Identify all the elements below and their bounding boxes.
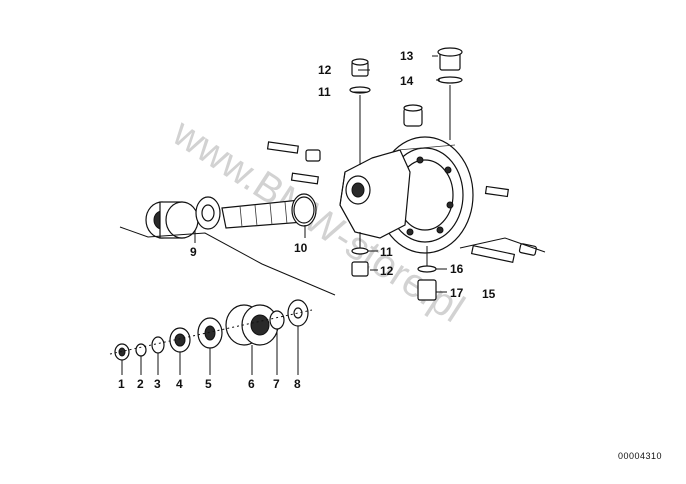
lower-parts-row xyxy=(109,299,313,375)
callout-2: 2 xyxy=(137,377,144,391)
callout-13: 13 xyxy=(400,49,414,63)
callout-12-top: 12 xyxy=(318,63,332,77)
callout-6: 6 xyxy=(248,377,255,391)
callout-10: 10 xyxy=(294,241,308,255)
callout-1: 1 xyxy=(118,377,125,391)
callout-labels: 1 2 3 4 5 6 7 8 9 10 11 11 12 12 13 14 1… xyxy=(118,49,496,391)
final-drive-housing xyxy=(339,104,474,254)
callout-5: 5 xyxy=(205,377,212,391)
callout-8: 8 xyxy=(294,377,301,391)
callout-11-top: 11 xyxy=(318,85,331,99)
bottom-plugs xyxy=(351,232,437,301)
callout-7: 7 xyxy=(273,377,280,391)
part-9-bearing xyxy=(145,196,221,239)
diagram-id: 00004310 xyxy=(618,451,662,461)
callout-12-bottom: 12 xyxy=(380,264,394,278)
callout-15: 15 xyxy=(482,287,496,301)
callout-14: 14 xyxy=(400,74,414,88)
housing-studs xyxy=(266,141,537,263)
callout-17: 17 xyxy=(450,286,464,300)
callout-3: 3 xyxy=(154,377,161,391)
callout-16: 16 xyxy=(450,262,464,276)
callout-11-bottom: 11 xyxy=(380,245,393,259)
part-10-bearing xyxy=(293,196,315,224)
leader-lines xyxy=(119,55,546,296)
callout-9: 9 xyxy=(190,245,197,259)
callout-4: 4 xyxy=(176,377,183,391)
